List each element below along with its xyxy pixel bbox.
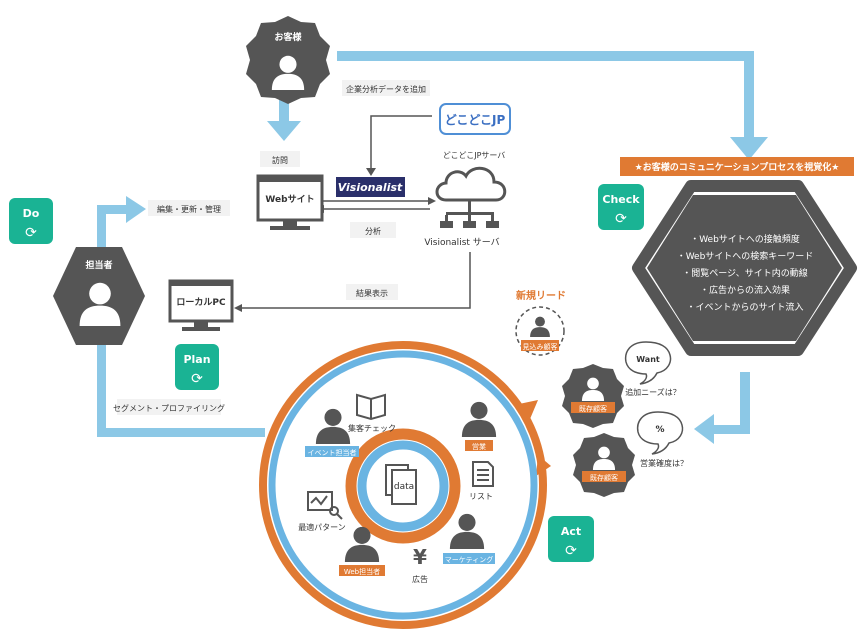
svg-text:追加ニーズは？: 追加ニーズは？ (625, 387, 681, 397)
svg-text:営業確度は？: 営業確度は？ (640, 458, 688, 468)
label-visit: 訪問 (260, 151, 300, 167)
data-connectors (240, 115, 471, 309)
svg-text:Visionalist: Visionalist (338, 181, 403, 194)
act-circle: data イベント担当者 集客チェック 営業 リスト 最適パターン (259, 341, 551, 629)
badge-do: Do ⟳ (9, 198, 53, 244)
svg-text:%: % (655, 425, 664, 435)
localpc-label: ローカルPC (176, 297, 226, 308)
svg-text:Want: Want (636, 355, 660, 364)
svg-text:Do: Do (23, 207, 40, 220)
list-icon (472, 461, 494, 487)
svg-text:・Webサイトへの検索キーワード: ・Webサイトへの検索キーワード (677, 250, 814, 262)
svg-text:イベント担当者: イベント担当者 (308, 448, 357, 457)
svg-text:・イベントからのサイト流入: ・イベントからのサイト流入 (686, 301, 803, 313)
svg-text:広告: 広告 (412, 574, 428, 584)
staff-title: 担当者 (85, 259, 112, 271)
staff-hexagon: 担当者 (53, 247, 145, 345)
center-data: data (394, 482, 414, 492)
refresh-icon: ⟳ (565, 543, 577, 559)
svg-text:集客チェック: 集客チェック (348, 423, 396, 433)
analytics-icon (307, 491, 343, 520)
cloud-server: Visionalist サーバ (424, 166, 507, 248)
svg-text:セグメント・プロファイリング: セグメント・プロファイリング (113, 403, 225, 413)
svg-text:既存顧客: 既存顧客 (590, 473, 618, 482)
svg-text:リスト: リスト (469, 492, 493, 501)
dokodoko-server: どこどこJP どこどこJPサーバ (439, 103, 511, 160)
refresh-icon: ⟳ (615, 211, 627, 227)
network-icon (440, 200, 499, 228)
svg-text:Web担当者: Web担当者 (344, 567, 380, 576)
customer-badge: お客様 (246, 16, 330, 104)
website-monitor: Webサイト (256, 174, 324, 230)
customer-title: お客様 (274, 31, 302, 43)
check-banner: ★お客様のコミュニケーションプロセスを視覚化★ (635, 161, 840, 173)
label-analyze: 分析 (350, 222, 396, 238)
svg-text:Plan: Plan (183, 353, 210, 366)
svg-text:最適パターン: 最適パターン (298, 522, 346, 532)
person-icon (449, 513, 485, 549)
svg-text:既存顧客: 既存顧客 (579, 404, 607, 413)
svg-text:・Webサイトへの接触頻度: ・Webサイトへの接触頻度 (690, 233, 800, 245)
badge-check: Check ⟳ (598, 184, 644, 230)
svg-text:結果表示: 結果表示 (356, 288, 388, 298)
svg-text:Act: Act (561, 525, 581, 538)
visionalist-logo: Visionalist (336, 177, 405, 197)
new-lead: 新規リード 見込み顧客 (515, 289, 566, 356)
dokodoko-logo: どこどこJP (445, 113, 506, 127)
speech-bubble-icon (636, 411, 684, 455)
label-company-data: 企業分析データを追加 (342, 80, 430, 96)
headset-person-icon (315, 408, 351, 444)
existing-customer-1: 既存顧客 Want 追加ニーズは？ (562, 341, 681, 428)
svg-text:マーケティング: マーケティング (445, 555, 493, 564)
label-segment: セグメント・プロファイリング (113, 399, 225, 415)
book-icon (356, 393, 386, 421)
existing-customer-2: 既存顧客 % 営業確度は？ (573, 411, 688, 497)
check-panel: ★お客様のコミュニケーションプロセスを視覚化★ ・Webサイトへの接触頻度 ・W… (620, 157, 857, 356)
server-caption: Visionalist サーバ (424, 237, 499, 248)
person-icon (461, 401, 497, 437)
dokodoko-caption: どこどこJPサーバ (443, 151, 506, 160)
flow-arrows (97, 51, 768, 444)
new-lead-title: 新規リード (516, 289, 566, 302)
badge-act: Act ⟳ (548, 516, 594, 562)
badge-plan: Plan ⟳ (175, 344, 219, 390)
document-stack-icon (385, 464, 417, 505)
svg-text:企業分析データを追加: 企業分析データを追加 (346, 84, 426, 94)
svg-text:訪問: 訪問 (272, 155, 288, 165)
speech-bubble-icon (624, 341, 672, 385)
yen-icon: ¥ (413, 545, 427, 569)
label-edit: 編集・更新・管理 (148, 200, 230, 216)
refresh-icon: ⟳ (25, 225, 37, 241)
label-results: 結果表示 (346, 284, 398, 300)
prospect-label: 見込み顧客 (523, 342, 558, 351)
svg-text:Check: Check (602, 193, 640, 206)
svg-text:営業: 営業 (472, 442, 486, 451)
svg-text:分析: 分析 (365, 226, 381, 236)
svg-text:・広告からの流入効果: ・広告からの流入効果 (700, 284, 790, 296)
svg-text:・閲覧ページ、サイト内の動線: ・閲覧ページ、サイト内の動線 (682, 267, 808, 279)
website-label: Webサイト (265, 194, 314, 205)
svg-text:編集・更新・管理: 編集・更新・管理 (157, 204, 221, 214)
refresh-icon: ⟳ (191, 371, 203, 387)
local-pc: ローカルPC (168, 279, 234, 331)
